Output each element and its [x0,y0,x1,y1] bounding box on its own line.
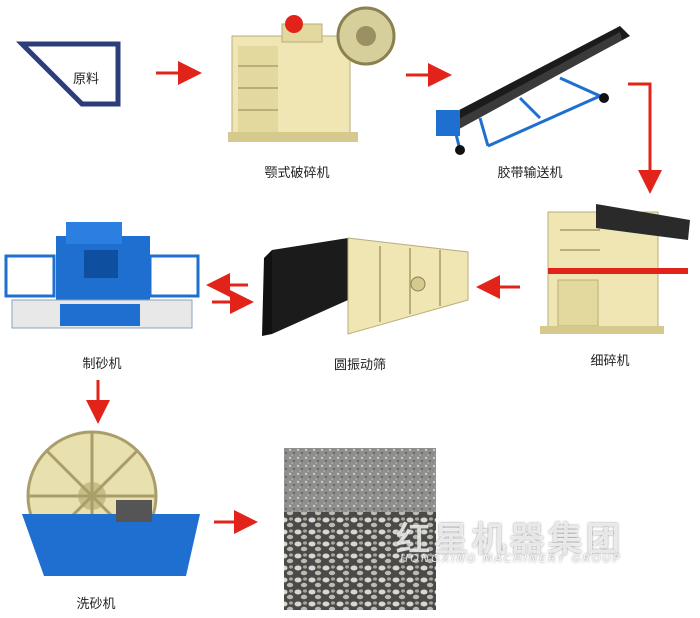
jaw-crusher-label: 颚式破碎机 [264,166,330,181]
raw-material-hopper [15,41,121,107]
sand-maker-machine [4,222,200,329]
raw-material-label: 原料 [72,72,100,87]
jaw-crusher-machine [228,6,396,142]
belt-conveyor-machine [436,26,630,155]
sand-maker-label: 制砂机 [82,357,122,372]
sand-washer-label: 洗砂机 [76,597,116,612]
belt-conveyor-label: 胶带输送机 [497,166,563,181]
flow-arrows [86,61,662,534]
vibrating-screen-label: 圆振动筛 [333,358,387,373]
watermark-cn: 红星机器集团 [396,520,624,560]
fine-crusher-machine [540,204,690,334]
fine-crusher-label: 细碎机 [590,354,630,369]
finished-sand-photo [284,448,436,610]
vibrating-screen-machine [262,237,469,336]
arrow-conveyor-to-fine [628,82,662,194]
sand-washer-machine [22,430,200,576]
watermark-en: HONGXING MACHINERY GROUP [400,552,622,565]
